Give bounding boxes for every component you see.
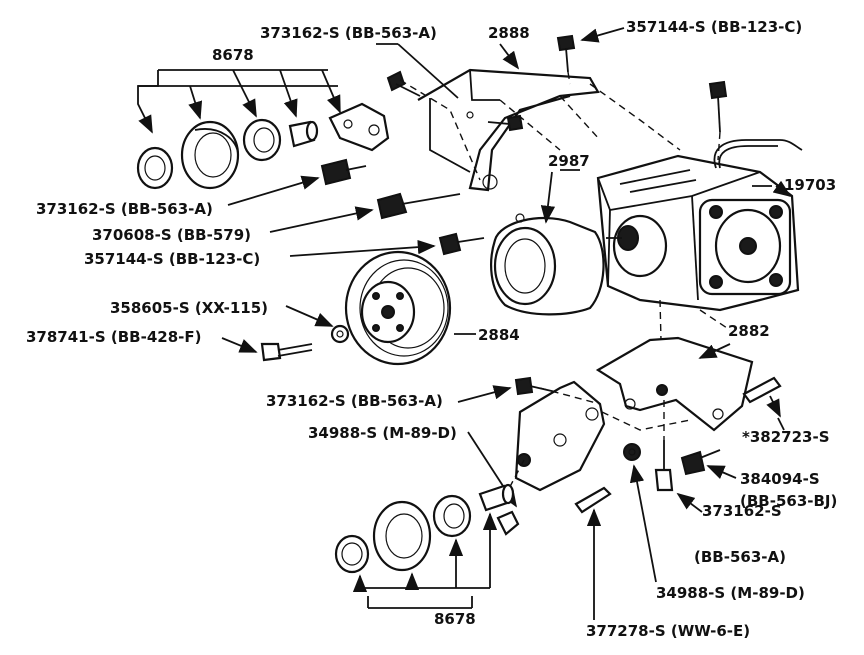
label-2987: 2987	[548, 152, 590, 170]
clutch-coil-2987	[490, 169, 605, 316]
label-34988-upper: 34988-S (M-89-D)	[308, 424, 457, 442]
top-bracket-line-group	[137, 69, 341, 134]
bottom-clutch-parts	[334, 483, 515, 574]
label-357144-top: 357144-S (BB-123-C)	[626, 18, 802, 36]
label-384094-b: (BB-563-BJ)	[740, 492, 837, 510]
pulley-2884	[221, 250, 476, 366]
label-358605: 358605-S (XX-115)	[110, 299, 268, 317]
label-8678-bottom: 8678	[434, 610, 476, 628]
label-34988-lower: 34988-S (M-89-D)	[656, 584, 805, 602]
label-373162-left: 373162-S (BB-563-A)	[36, 200, 213, 218]
lower-bracket-2882	[595, 336, 785, 583]
label-8678-top: 8678	[212, 46, 254, 64]
label-2884: 2884	[478, 326, 520, 344]
compressor-19703	[596, 80, 803, 381]
label-373162-low-a: 373162-S	[702, 502, 782, 520]
labels: 8678 373162-S (BB-563-A) 2888 357144-S (…	[26, 18, 837, 640]
label-373162-top: 373162-S (BB-563-A)	[260, 24, 437, 42]
label-373162-low-b: (BB-563-A)	[694, 548, 786, 566]
label-378741: 378741-S (BB-428-F)	[26, 328, 201, 346]
mount-bracket-2888	[386, 34, 681, 192]
bracket-leader-lines	[376, 27, 625, 99]
label-382723: *382723-S	[742, 428, 830, 446]
label-357144-left: 357144-S (BB-123-C)	[84, 250, 260, 268]
label-370608: 370608-S (BB-579)	[92, 226, 251, 244]
label-373162-mid: 373162-S (BB-563-A)	[266, 392, 443, 410]
left-bolts	[227, 158, 485, 257]
label-384094-a: 384094-S	[740, 470, 820, 488]
label-2888: 2888	[488, 24, 530, 42]
bottom-bracket-line-group	[352, 512, 498, 609]
label-2882: 2882	[728, 322, 770, 340]
idler-bracket	[457, 376, 612, 620]
label-377278: 377278-S (WW-6-E)	[586, 622, 750, 640]
label-19703: 19703	[784, 176, 836, 194]
top-clutch-parts	[136, 102, 390, 190]
